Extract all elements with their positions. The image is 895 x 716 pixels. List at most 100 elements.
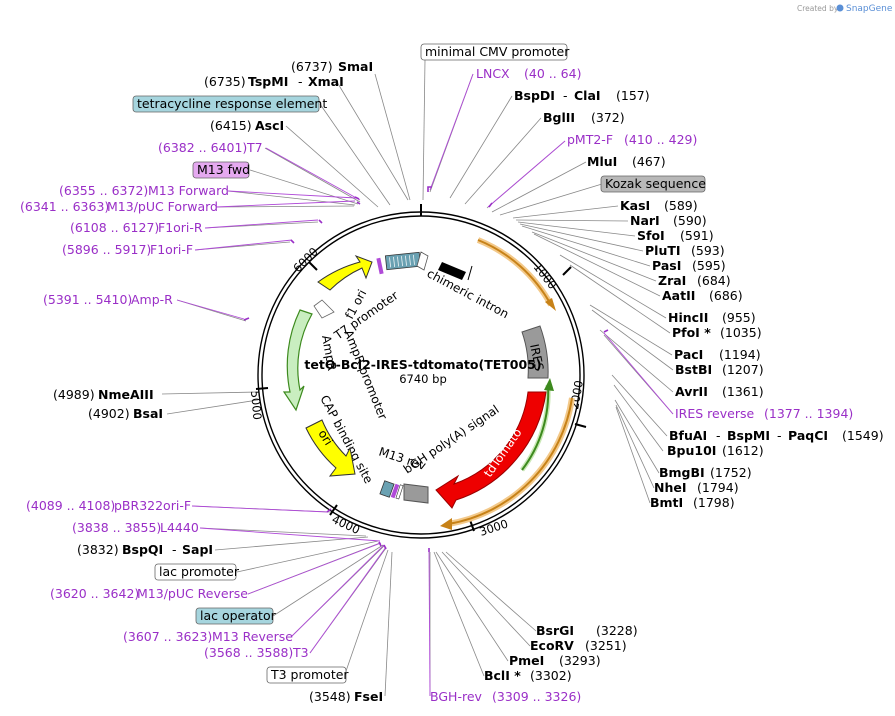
bglii-name[interactable]: BglII: [543, 110, 575, 125]
avrii-name[interactable]: AvrII: [675, 384, 708, 399]
pmei-name[interactable]: PmeI: [509, 653, 544, 668]
clai-name[interactable]: ClaI: [574, 88, 601, 103]
sfoi-name[interactable]: SfoI: [637, 228, 665, 243]
pfoi-position: (1035): [720, 325, 762, 340]
bspdi-name[interactable]: BspDI: [514, 88, 555, 103]
kozak-sequence-box[interactable]: [600, 175, 706, 193]
pasi-name[interactable]: PasI: [652, 258, 681, 273]
l4440-name[interactable]: L4440: [160, 520, 199, 535]
bstbi-position: (1207): [722, 362, 764, 377]
bpu10i-position: (1612): [722, 443, 764, 458]
bstbi-name[interactable]: BstBI: [675, 362, 712, 377]
plasmid-title: tetO-Bcl2-IRES-tdtomato(TET005): [304, 357, 541, 372]
minimal-cmv-promoter-box[interactable]: [420, 43, 568, 61]
t3-primer-name[interactable]: T3: [292, 645, 309, 660]
bmti-position: (1798): [693, 495, 735, 510]
ires-label: IRES: [527, 343, 546, 372]
lac-operator-label: lac operator: [200, 608, 277, 623]
pmei-position: (3293): [559, 653, 601, 668]
green-arrowhead-icon: [544, 378, 554, 391]
lac-operator-box[interactable]: [195, 607, 274, 625]
f1ori-r-name[interactable]: F1ori-R: [158, 220, 203, 235]
clai-position: (157): [616, 88, 650, 103]
nmeaiii-position: (4989): [53, 387, 95, 402]
bsrgi-name[interactable]: BsrGI: [536, 623, 574, 638]
ires-reverse-position: (1377 .. 1394): [764, 406, 853, 421]
t7-primer-position: (6382 .. 6401): [158, 140, 247, 155]
tre-label-box[interactable]: [132, 95, 320, 113]
asci-position: (6415): [210, 118, 252, 133]
tdtomato-orf-arc: [447, 397, 573, 525]
asci-name[interactable]: AscI: [255, 118, 284, 133]
primer-marks: [243, 186, 609, 552]
plasmid-size: 6740 bp: [399, 372, 447, 386]
bspqi-name[interactable]: BspQI: [122, 542, 163, 557]
kasi-name[interactable]: KasI: [620, 198, 650, 213]
pluti-name[interactable]: PluTI: [645, 243, 681, 258]
tre-label: tetracycline response element: [137, 96, 327, 111]
bfuai-name[interactable]: BfuAI: [669, 428, 707, 443]
aatii-name[interactable]: AatII: [662, 288, 695, 303]
m13-fwd-label: M13 fwd: [197, 162, 250, 177]
bspmi-name[interactable]: BspMI: [727, 428, 770, 443]
smai-name[interactable]: SmaI: [338, 59, 373, 74]
paqci-name[interactable]: PaqCI: [788, 428, 828, 443]
m13-forward-position: (6355 .. 6372): [59, 183, 148, 198]
bsrgi-position: (3228): [596, 623, 638, 638]
lncx-name[interactable]: LNCX: [476, 66, 510, 81]
tspmi-separator: -: [298, 74, 303, 89]
pbr322ori-f-name[interactable]: pBR322ori-F: [114, 498, 191, 513]
nmeaiii-name[interactable]: NmeAIII: [98, 387, 154, 402]
ampr-promoter-label: AmpR promoter: [341, 328, 390, 422]
tick-label-3000: 3000: [478, 516, 510, 538]
bcli-name[interactable]: BclI *: [484, 668, 521, 683]
mlui-name[interactable]: MluI: [587, 154, 617, 169]
sfoi-position: (591): [680, 228, 714, 243]
m13-reverse-name[interactable]: M13 Reverse: [212, 629, 293, 644]
t7-primer-name[interactable]: T7: [246, 140, 263, 155]
bglii-position: (372): [591, 110, 625, 125]
t3-promoter-box[interactable]: [266, 666, 347, 684]
bgh-rev-name[interactable]: BGH-rev: [430, 689, 483, 704]
f1ori-f-name[interactable]: F1ori-F: [150, 242, 193, 257]
nhei-name[interactable]: NheI: [654, 480, 687, 495]
m13-forward-name[interactable]: M13 Forward: [148, 183, 229, 198]
m13-puc-forward-name[interactable]: M13/pUC Forward: [107, 199, 218, 214]
nari-name[interactable]: NarI: [630, 213, 660, 228]
bsai-name[interactable]: BsaI: [133, 406, 163, 421]
green-orf-arc: [521, 384, 550, 471]
paqci-position: (1549): [842, 428, 884, 443]
hincii-name[interactable]: HincII: [668, 310, 708, 325]
lncx-position: (40 .. 64): [524, 66, 581, 81]
tdtomato-orf-arrowhead-icon: [440, 518, 452, 530]
zrai-position: (684): [697, 273, 731, 288]
tdtomato-arrow: [435, 391, 547, 509]
m13-fwd-box[interactable]: [192, 161, 250, 179]
sapi-name[interactable]: SapI: [182, 542, 213, 557]
ires-reverse-name[interactable]: IRES reverse: [675, 406, 754, 421]
lac-promoter-box[interactable]: [154, 563, 237, 581]
paci-name[interactable]: PacI: [674, 347, 703, 362]
fsei-name[interactable]: FseI: [354, 689, 383, 704]
minimal-cmv-promoter-label: minimal CMV promoter: [425, 44, 570, 59]
ecorv-name[interactable]: EcoRV: [530, 638, 574, 653]
nari-position: (590): [673, 213, 707, 228]
t3-promoter-label: T3 promoter: [270, 667, 349, 682]
xmai-name[interactable]: XmaI: [308, 74, 344, 89]
m13-puc-reverse-name[interactable]: M13/pUC Reverse: [137, 586, 248, 601]
bcli-position: (3302): [530, 668, 572, 683]
watermark-brand: SnapGene: [846, 4, 893, 14]
bmti-name[interactable]: BmtI: [650, 495, 683, 510]
f1-ori-arrow: [317, 254, 373, 291]
bmgbi-name[interactable]: BmgBI: [659, 465, 705, 480]
primer-leader-lines: [176, 73, 674, 697]
zrai-name[interactable]: ZraI: [658, 273, 686, 288]
bpu10i-name[interactable]: Bpu10I: [667, 443, 716, 458]
tspmi-name[interactable]: TspMI: [248, 74, 288, 89]
pmt2-f-name[interactable]: pMT2-F: [567, 132, 613, 147]
pfoi-name[interactable]: PfoI *: [672, 325, 711, 340]
amp-r-name[interactable]: Amp-R: [131, 292, 173, 307]
bspmi-separator: -: [777, 428, 782, 443]
bgh-polya-block: [403, 483, 429, 504]
m13-puc-forward-position: (6341 .. 6363): [20, 199, 109, 214]
